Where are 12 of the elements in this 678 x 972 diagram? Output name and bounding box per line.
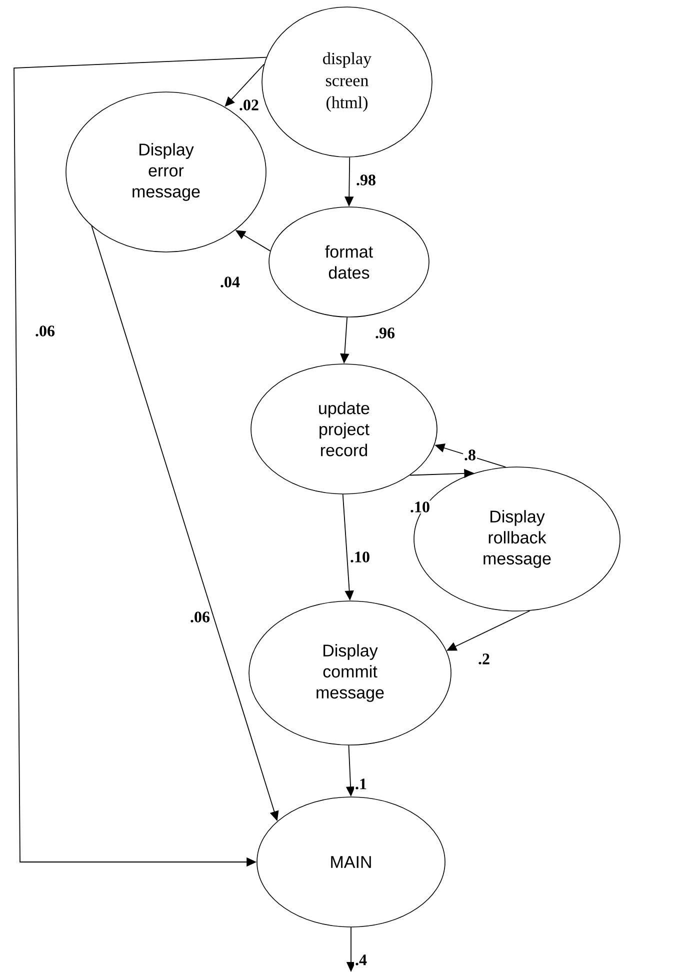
edge-label: .04 bbox=[219, 276, 241, 288]
edge-label: .06 bbox=[34, 324, 56, 338]
edge-label: .2 bbox=[477, 652, 491, 666]
edge-label: .02 bbox=[238, 98, 260, 112]
edge-label: .98 bbox=[355, 174, 377, 186]
edge-label: .10 bbox=[349, 550, 371, 564]
edge-label: .06 bbox=[189, 610, 211, 624]
edge-label: .8 bbox=[463, 448, 477, 462]
edge-label: .10 bbox=[409, 500, 431, 514]
edge-label: .1 bbox=[354, 778, 368, 790]
edge-label: .4 bbox=[354, 954, 368, 966]
edge-label: .96 bbox=[374, 326, 396, 340]
